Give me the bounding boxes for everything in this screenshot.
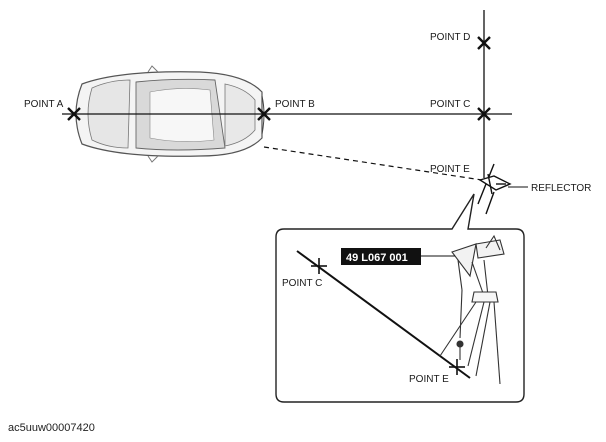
detail-point-c-marker bbox=[311, 258, 327, 274]
point-b-marker bbox=[257, 107, 271, 121]
tripod-tool-illustration bbox=[439, 234, 505, 385]
point-e-label: POINT E bbox=[430, 164, 470, 175]
detail-reference-line bbox=[296, 250, 471, 379]
point-c-marker bbox=[477, 107, 491, 121]
detail-point-e-marker bbox=[449, 359, 465, 375]
reflector-label: REFLECTOR bbox=[531, 183, 591, 194]
tool-number-tag bbox=[341, 248, 421, 265]
tool-number-text: 49 L067 001 bbox=[346, 252, 408, 264]
sight-line bbox=[263, 146, 483, 181]
reflector-icon bbox=[477, 163, 512, 215]
point-b-label: POINT B bbox=[275, 99, 315, 110]
point-a-label: POINT A bbox=[24, 99, 64, 110]
detail-point-e-label: POINT E bbox=[409, 374, 449, 385]
detail-point-c-label: POINT C bbox=[282, 278, 322, 289]
point-c-label: POINT C bbox=[430, 99, 470, 110]
detail-callout bbox=[275, 193, 525, 403]
point-d-label: POINT D bbox=[430, 32, 470, 43]
figure-id: ac5uuw00007420 bbox=[8, 422, 95, 434]
point-d-marker bbox=[477, 36, 491, 50]
point-a-marker bbox=[67, 107, 81, 121]
